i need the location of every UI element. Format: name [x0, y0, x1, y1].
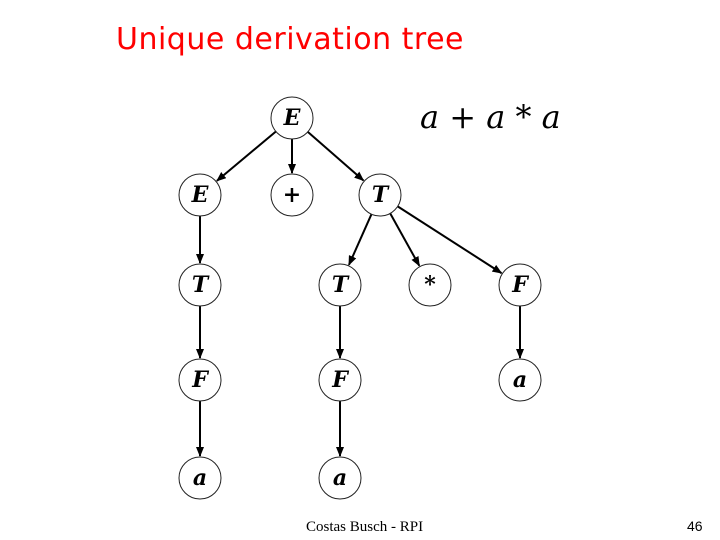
tree-node-circle: [498, 358, 542, 402]
tree-node-F-right: F: [498, 263, 542, 307]
tree-node-label: a: [513, 367, 527, 393]
tree-node-label: F: [191, 367, 209, 393]
tree-node-a-mid: a: [318, 456, 362, 500]
tree-node-F-left: F: [178, 358, 222, 402]
tree-node-label: T: [192, 272, 210, 298]
footer-author: Costas Busch - RPI: [306, 519, 424, 535]
tree-node-circle: [178, 358, 222, 402]
tree-node-T-mid: T: [318, 263, 362, 307]
tree-edge-T-right-to-F-right: [397, 205, 503, 274]
tree-node-circle: [270, 96, 314, 140]
tree-node-star: *: [408, 263, 452, 307]
tree-node-circle: [178, 263, 222, 307]
tree-node-label: a: [333, 465, 347, 491]
tree-node-circle: [318, 263, 362, 307]
tree-node-T-left: T: [178, 263, 222, 307]
tree-node-root-E: E: [270, 96, 314, 140]
tree-edge-root-E-to-E-left: [216, 130, 277, 182]
tree-node-circle: [178, 173, 222, 217]
tree-node-circle: [318, 358, 362, 402]
tree-node-label: T: [332, 272, 350, 298]
tree-edge-root-E-to-T-right: [307, 131, 365, 182]
tree-edge-T-right-to-star: [389, 212, 421, 267]
tree-node-T-right: T: [358, 173, 402, 217]
tree-node-circle: [178, 456, 222, 500]
tree-node-label: F: [331, 367, 349, 393]
tree-node-label: F: [511, 272, 529, 298]
tree-node-circle: [318, 456, 362, 500]
tree-node-a-left: a: [178, 456, 222, 500]
tree-edge-T-right-to-T-mid: [348, 213, 373, 266]
tree-node-label: E: [191, 182, 210, 208]
tree-node-label: a: [193, 465, 207, 491]
tree-node-a-right: a: [498, 358, 542, 402]
input-expression: a + a * a: [420, 98, 561, 136]
tree-node-label: T: [372, 182, 390, 208]
tree-node-plus: +: [270, 173, 314, 217]
tree-node-label: E: [283, 105, 302, 131]
slide-title: Unique derivation tree: [116, 22, 465, 57]
tree-node-label: *: [424, 272, 436, 298]
tree-node-label: +: [283, 182, 301, 208]
page-number: 46: [687, 518, 703, 534]
tree-node-circle: [358, 173, 402, 217]
tree-node-E-left: E: [178, 173, 222, 217]
tree-node-circle: [270, 173, 314, 217]
tree-edges: [196, 130, 524, 457]
tree-node-F-mid: F: [318, 358, 362, 402]
tree-node-circle: [408, 263, 452, 307]
tree-node-circle: [498, 263, 542, 307]
